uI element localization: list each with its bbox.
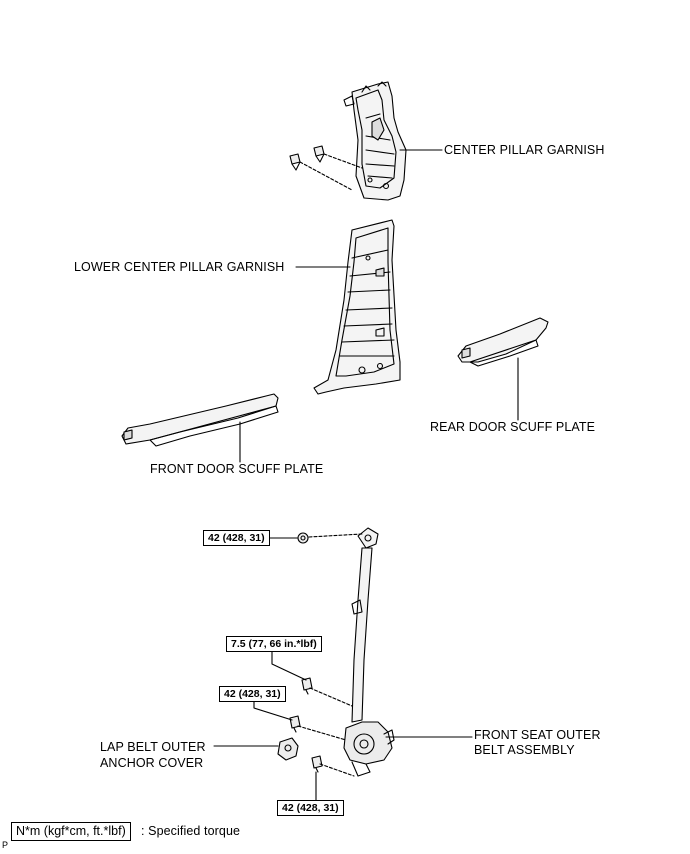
label-front-seat-belt-line1: FRONT SEAT OUTER — [474, 728, 601, 742]
upper-bolt — [301, 677, 313, 695]
legend-text: : Specified torque — [141, 824, 241, 838]
corner-code: P — [2, 840, 9, 850]
label-lap-belt-cover-line2: ANCHOR COVER — [100, 756, 204, 770]
front-seat-belt-part — [343, 527, 395, 777]
center-pillar-garnish-part — [343, 81, 407, 201]
torque-top-anchor: 42 (428, 31) — [203, 530, 270, 546]
label-center-pillar-garnish: CENTER PILLAR GARNISH — [444, 143, 605, 157]
label-lap-belt-cover-line1: LAP BELT OUTER — [100, 740, 206, 754]
label-rear-door-scuff-plate: REAR DOOR SCUFF PLATE — [430, 420, 596, 434]
middle-bolt — [289, 715, 301, 733]
dash-top-anchor — [308, 533, 363, 538]
leader-torque-middle — [253, 699, 293, 721]
lap-belt-anchor-cover-part — [277, 737, 299, 761]
label-front-seat-belt-line2: BELT ASSEMBLY — [474, 743, 575, 757]
dash-upper-bolt — [309, 687, 353, 707]
rear-door-scuff-plate-part — [457, 317, 549, 367]
dash-lower-bolt — [319, 763, 355, 777]
legend-unit-box: N*m (kgf*cm, ft.*lbf) — [11, 822, 131, 841]
torque-lower-bolt: 42 (428, 31) — [277, 800, 344, 816]
dash-middle-bolt — [297, 725, 347, 741]
front-door-scuff-plate-part — [121, 393, 279, 447]
torque-middle-bolt: 42 (428, 31) — [219, 686, 286, 702]
leader-torque-upper — [271, 651, 307, 681]
lower-center-pillar-garnish-part — [313, 219, 401, 395]
top-anchor-nut — [297, 532, 309, 544]
label-front-door-scuff-plate: FRONT DOOR SCUFF PLATE — [150, 462, 324, 476]
label-lower-center-pillar-garnish: LOWER CENTER PILLAR GARNISH — [74, 260, 285, 274]
pillar-clips — [289, 145, 363, 191]
torque-upper-bolt: 7.5 (77, 66 in.*lbf) — [226, 636, 322, 652]
lower-bolt — [311, 755, 323, 773]
